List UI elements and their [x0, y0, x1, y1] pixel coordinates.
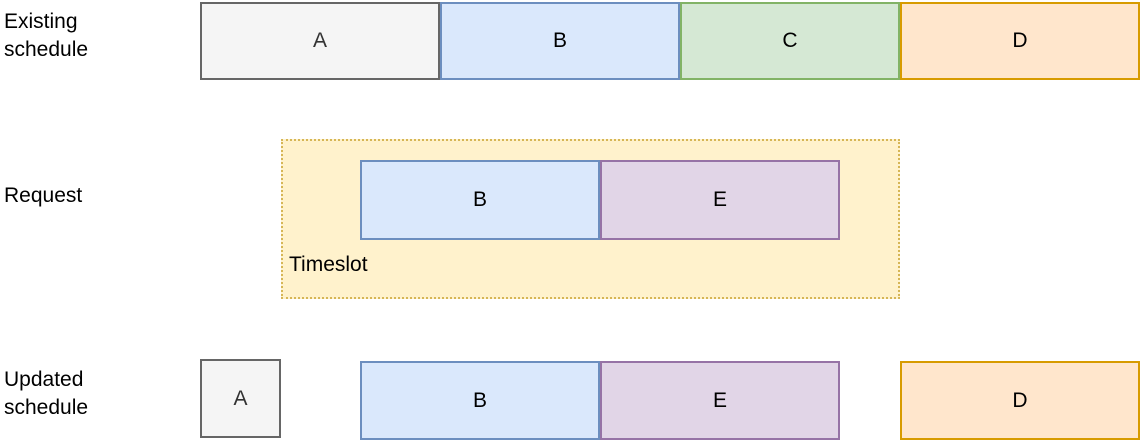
existing-block-d: D: [900, 2, 1140, 80]
existing-block-c: C: [680, 2, 900, 80]
existing-block-a-label: A: [312, 29, 327, 52]
updated-block-e: E: [600, 361, 840, 440]
updated-block-a-label: A: [233, 386, 248, 410]
timeslot-label: Timeslot: [289, 253, 368, 276]
existing-block-b-label: B: [552, 29, 567, 52]
existing-block-d-label: D: [1012, 29, 1028, 52]
request-block-b: B: [360, 160, 600, 240]
request-block-e: E: [600, 160, 840, 240]
request-block-b-label: B: [472, 188, 487, 211]
existing-block-c-label: C: [782, 29, 798, 52]
updated-block-d: D: [900, 361, 1140, 440]
request-block-e-label: E: [712, 188, 727, 211]
updated-schedule-row-label: Updated schedule: [4, 368, 89, 419]
updated-block-b: B: [360, 361, 600, 440]
existing-block-b: B: [440, 2, 680, 80]
existing-block-a: A: [200, 2, 440, 80]
updated-block-a: A: [200, 359, 281, 438]
updated-block-e-label: E: [712, 388, 727, 412]
request-row-label: Request: [4, 184, 83, 207]
updated-block-d-label: D: [1012, 388, 1028, 412]
existing-schedule-row-label: Existing schedule: [4, 10, 89, 61]
updated-block-b-label: B: [472, 388, 487, 412]
